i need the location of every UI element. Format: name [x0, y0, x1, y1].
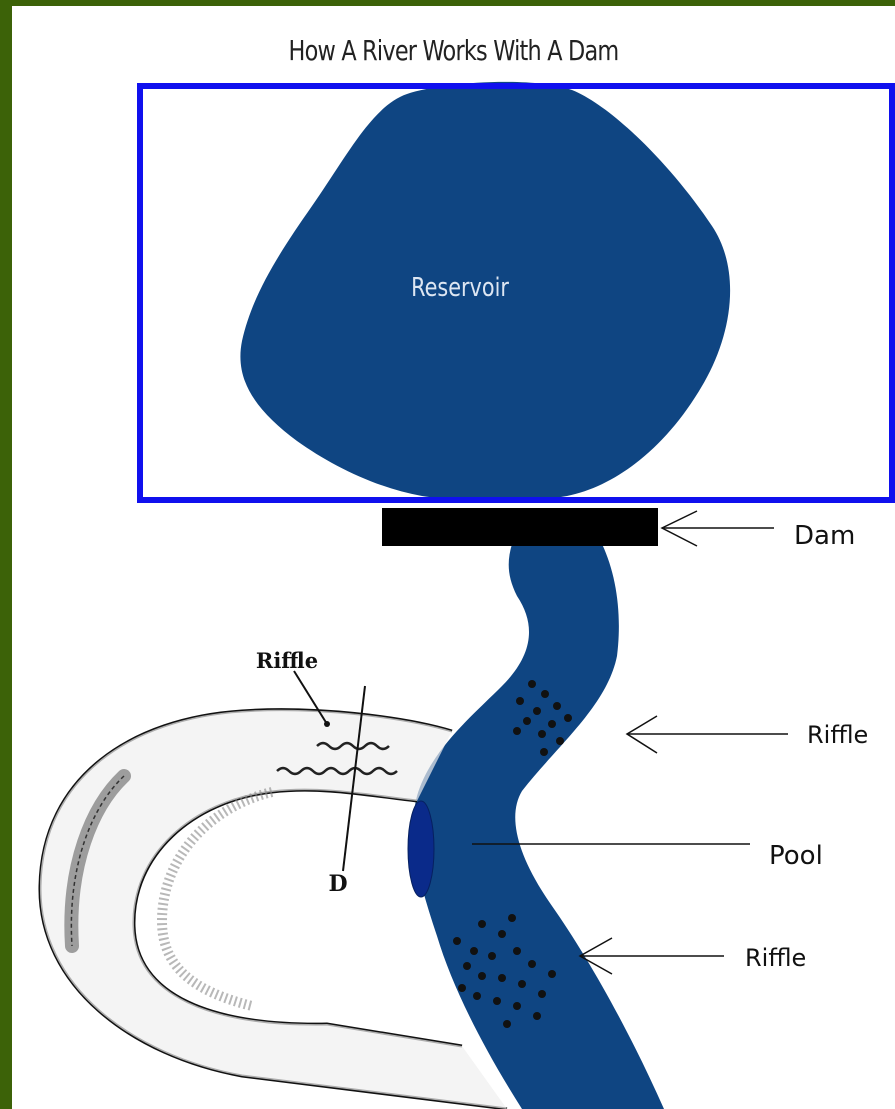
riffle-lower-label: Riffle	[745, 944, 806, 972]
inset-d-label: D	[328, 871, 347, 897]
riffle-lower-arrow	[580, 938, 724, 974]
pool-label: Pool	[769, 841, 823, 871]
river-channel	[413, 544, 664, 1109]
riffle-upper-label: Riffle	[807, 721, 868, 749]
pool-shape	[408, 801, 434, 897]
diagram-canvas: How A River Works With A Dam Reservoir	[12, 6, 895, 1109]
dam-label: Dam	[794, 521, 855, 551]
dam-arrow	[662, 511, 774, 546]
reservoir-label: Reservoir	[411, 272, 509, 303]
riffle-upper-arrow	[627, 716, 788, 753]
dam-bar	[382, 508, 658, 546]
inset-riffle-label: Riffle	[256, 648, 318, 673]
river-diagram: Reservoir	[12, 6, 895, 1109]
